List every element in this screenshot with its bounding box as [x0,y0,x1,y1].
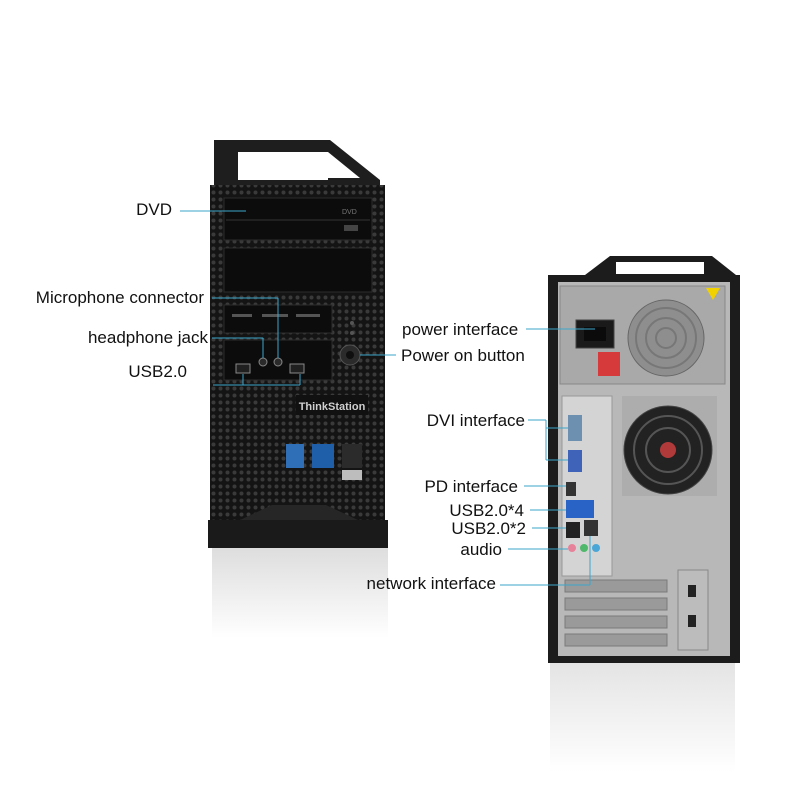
rear-reflection [550,662,735,772]
label-microphone-connector: Microphone connector [35,288,204,307]
label-audio: audio [460,540,502,559]
expansion-slot [564,579,668,593]
front-reflection [212,548,388,638]
sticker-windows [342,444,362,468]
label-usb2: USB2.0 [128,362,187,381]
audio-port-green [580,544,588,552]
label-dvi-interface: DVI interface [426,411,525,430]
label-dvd: DVD [136,200,172,219]
front-base [208,520,388,548]
front-headphone-port [258,357,268,367]
sticker-intel [312,444,334,468]
expansion-slot [564,615,668,629]
label-power-interface: power interface [402,320,519,339]
usb-port-block-4 [566,500,594,518]
label-headphone-jack: headphone jack [87,328,208,347]
usb-port-block-2 [566,522,580,538]
dvi-port [568,450,582,472]
expansion-slot [564,597,668,611]
svg-text:DVD: DVD [342,209,357,216]
ethernet-port [584,520,598,536]
serial-port [568,415,582,441]
psu-warning-sticker [598,352,620,376]
psu-fan [627,299,705,377]
front-handle-opening [238,152,328,180]
expansion-slot [564,633,668,647]
callout-lines [180,210,595,586]
front-mic-port [273,357,283,367]
label-power-on-button: Power on button [401,346,525,365]
sticker-energy-star [286,444,304,468]
dvd-eject-button [344,225,358,231]
front-usb-port-2 [289,363,305,374]
audio-port-pink [568,544,576,552]
brand-name: ThinkStation [299,401,366,413]
label-pd-interface: PD interface [424,477,518,496]
empty-bay [223,247,373,293]
label-network-interface: network interface [366,574,496,593]
label-usb2-x4: USB2.0*4 [449,501,524,520]
pd-port [566,482,576,496]
front-tower: DVD ThinkStation [208,140,388,638]
audio-port-blue [592,544,600,552]
front-usb-port-1 [235,363,251,374]
label-usb2-x2: USB2.0*2 [451,519,526,538]
dvd-drive [223,197,373,241]
rear-tower [548,256,740,772]
